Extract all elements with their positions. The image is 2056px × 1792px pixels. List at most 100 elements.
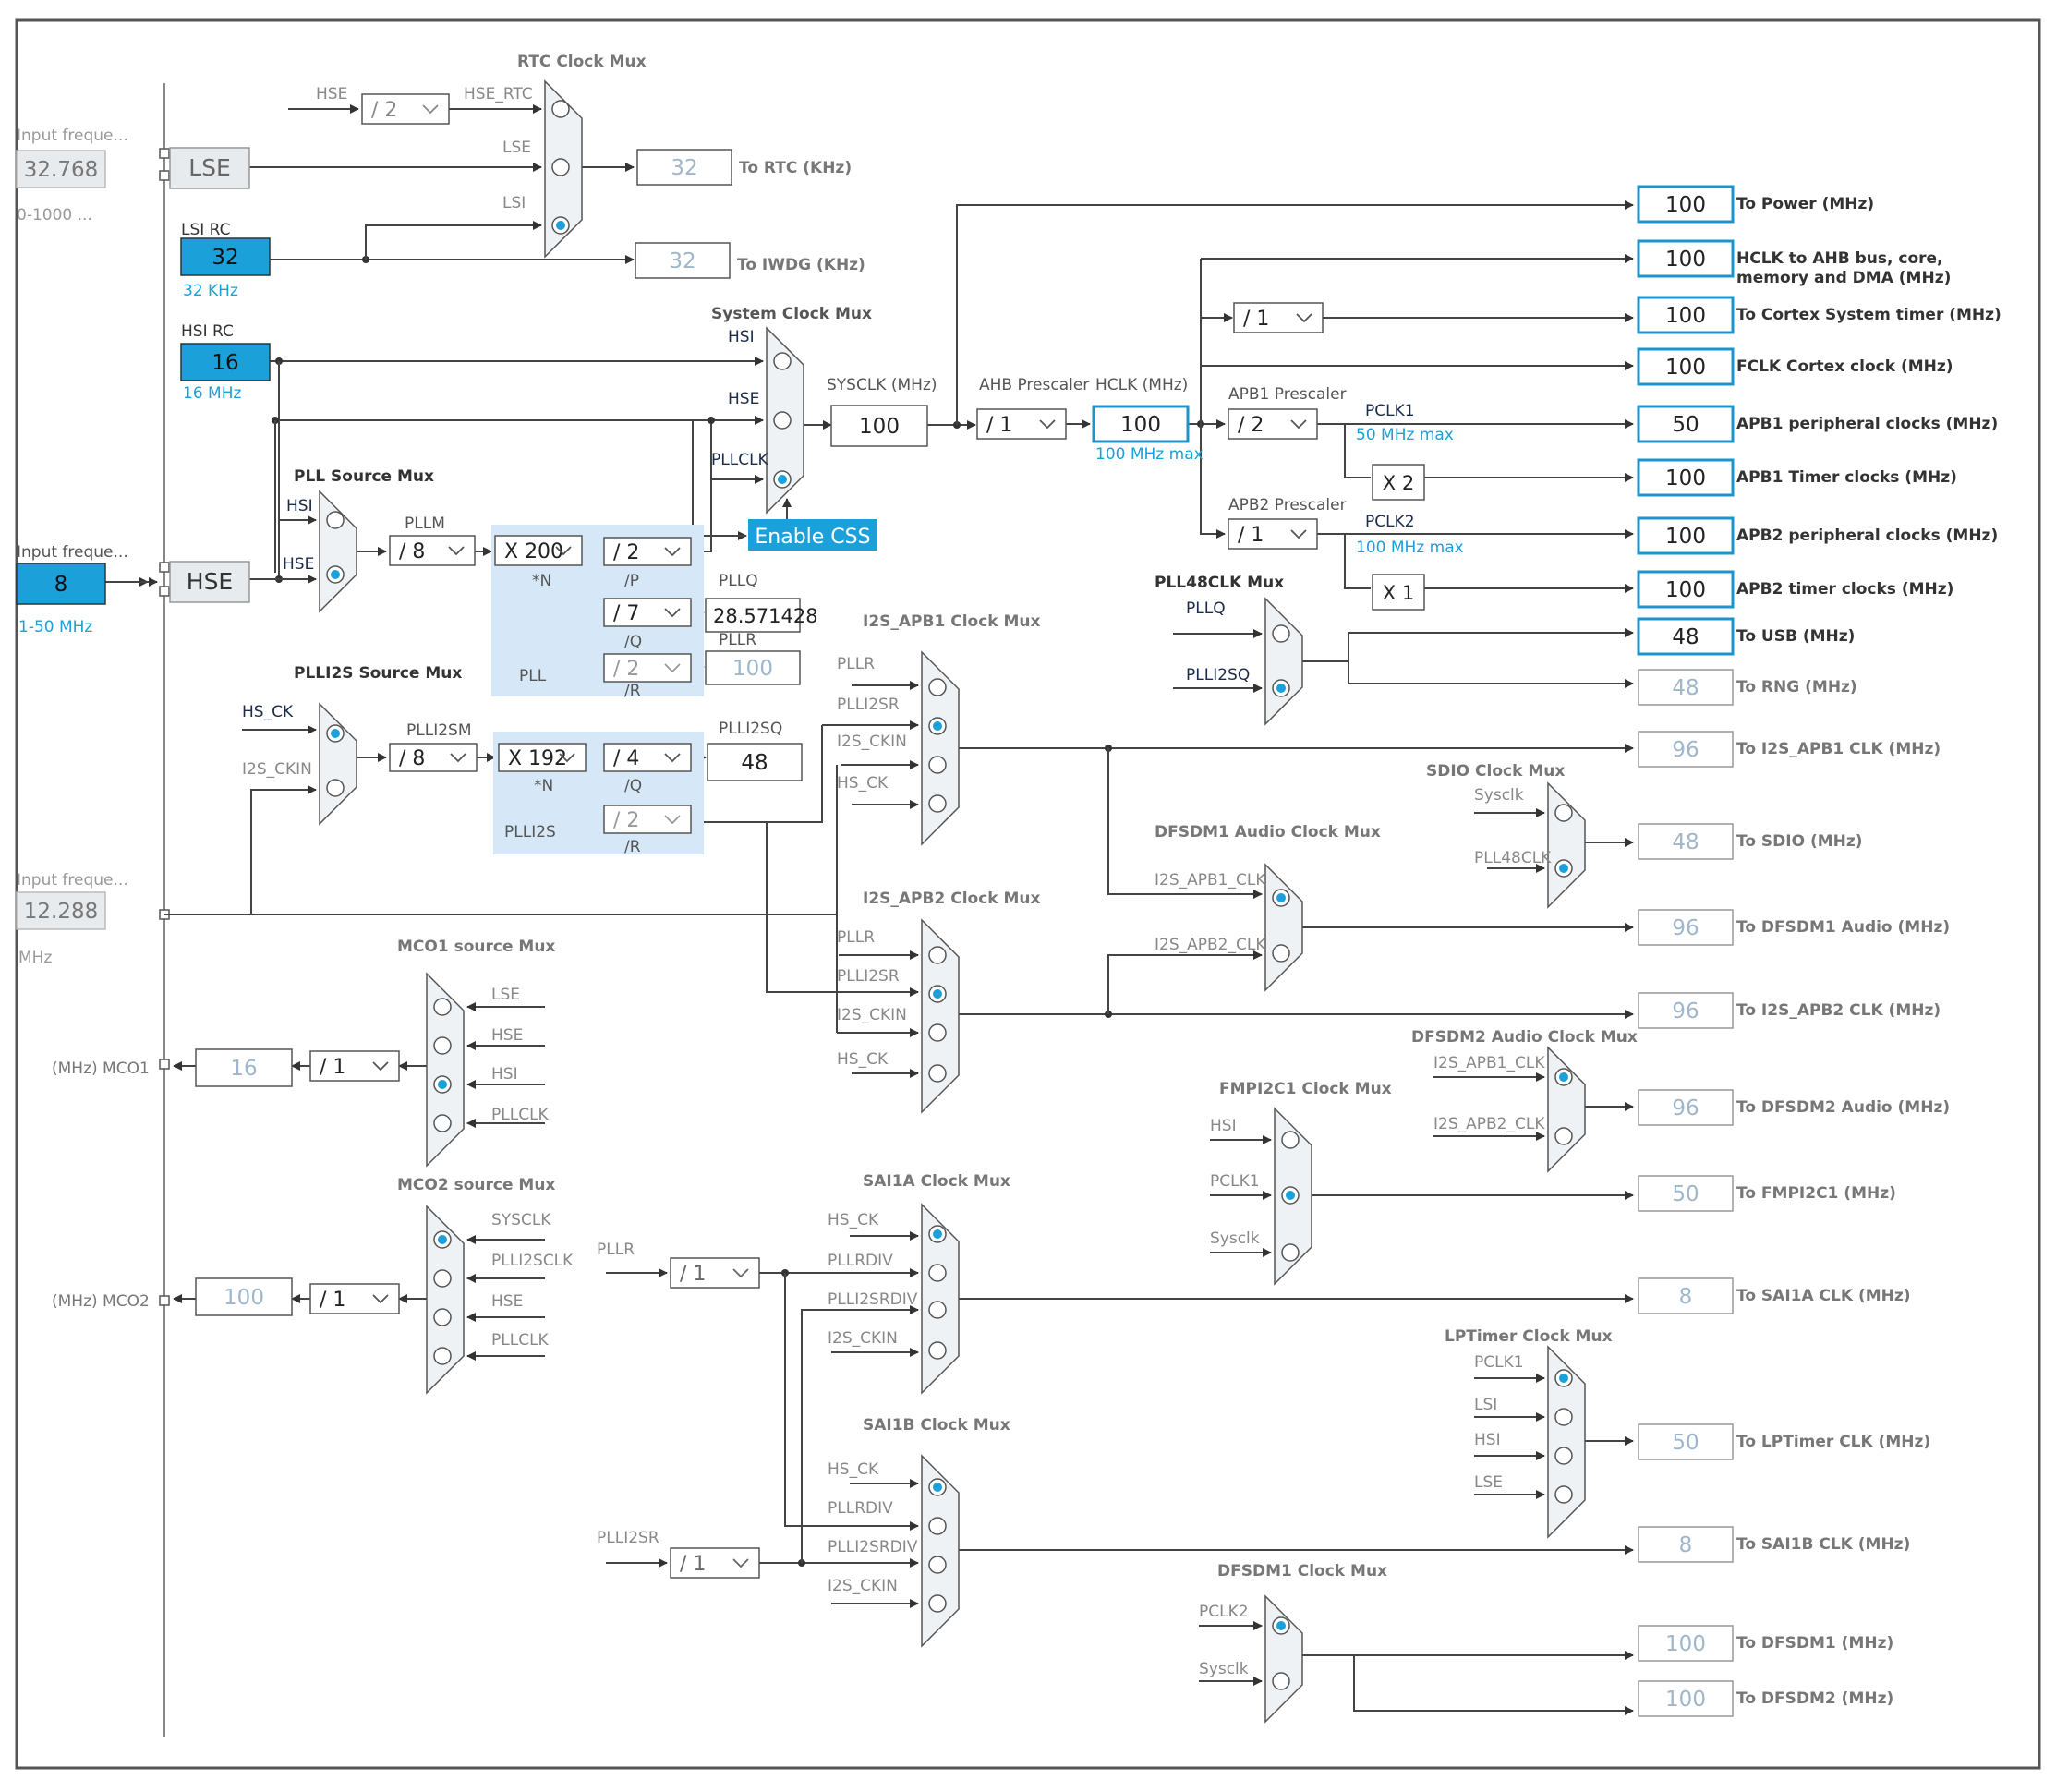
output-value-box-text: 96 [1672,916,1699,940]
mux-input-radio[interactable] [1272,624,1290,643]
mux-body [921,650,960,846]
mco2-mux-title: MCO2 source Mux [397,1176,555,1194]
mux-input-radio[interactable] [773,352,792,370]
dropdown-value: / 7 [613,602,639,625]
i2s-apb1-in1: PLLR [837,655,875,673]
pllq-divider[interactable]: / 7 [603,598,692,627]
mux-body [319,702,357,826]
mux-selected-dot [933,721,942,731]
pin-square [159,170,170,181]
lptimer-in4: LSE [1474,1473,1503,1492]
output-value-box-text: 50 [1672,1431,1699,1455]
mux-input-radio[interactable] [928,794,947,813]
plli2sq-divider[interactable]: / 4 [603,743,692,772]
ahb-prescaler-dropdown[interactable]: / 1 [976,408,1067,440]
output-value-box[interactable]: 100 [1637,570,1735,609]
mco2-divider[interactable]: / 1 [309,1283,400,1314]
output-value-box[interactable]: 100 [1637,239,1735,278]
mux-input-radio[interactable] [773,411,792,430]
mux-input-radio[interactable] [928,1341,947,1360]
lse-frequency-box[interactable]: 32.768 [16,150,106,188]
apb1-prescaler-dropdown[interactable]: / 2 [1228,408,1318,440]
mux-input-radio[interactable] [928,1517,947,1535]
mux-input-radio[interactable] [928,678,947,696]
mux-input-radio[interactable] [551,100,570,118]
mux-input-radio[interactable] [1554,1485,1573,1504]
output-value-box[interactable]: 100 [1637,458,1735,497]
wire [1107,950,1263,1014]
sai-plli2sr-divider[interactable]: / 1 [670,1547,760,1579]
pllp-divider[interactable]: / 2 [603,537,692,566]
pll48clk-mux [1264,597,1303,726]
mco1-divider[interactable]: / 1 [309,1050,400,1082]
mco1-output-box: 16 [195,1048,293,1087]
enable-css-button[interactable]: Enable CSS [748,519,877,551]
mux-input-radio[interactable] [433,1114,452,1132]
mux-input-radio[interactable] [1272,944,1290,963]
mux-input-radio[interactable] [433,1269,452,1288]
lptimer-in3: HSI [1474,1431,1501,1449]
hclk-value-box[interactable]: 100 [1092,405,1190,443]
mco1-in1: LSE [491,986,520,1004]
mux-input-radio[interactable] [433,998,452,1016]
apb2-prescaler-dropdown[interactable]: / 1 [1228,518,1318,550]
i2s-frequency-box[interactable]: 12.288 [16,891,106,930]
pllr-out-label: PLLR [719,631,756,649]
pllm-dropdown[interactable]: / 8 [389,535,476,566]
output-label: To DFSDM2 (MHz) [1736,1689,1893,1708]
mux-selected-dot [933,1229,942,1239]
output-value-box[interactable]: 100 [1637,347,1735,386]
mux-selected-dot [1276,893,1286,902]
dfsdm2-audio-in1: I2S_APB1_CLK [1433,1054,1545,1072]
output-value-box[interactable]: 48 [1637,617,1735,656]
mux-input-radio[interactable] [1554,804,1573,822]
plli2s-i2sckin-label: I2S_CKIN [242,760,312,779]
mux-input-radio[interactable] [928,756,947,774]
mux-input-radio[interactable] [928,1556,947,1574]
mux-input-radio[interactable] [928,1023,947,1042]
hclk-value-box-text: 100 [1120,413,1161,437]
sdio-mux-title: SDIO Clock Mux [1426,762,1565,781]
mux-input-radio[interactable] [326,511,345,529]
rtc-hse-divider[interactable]: / 2 [361,93,450,125]
mux-input-radio[interactable] [551,158,570,176]
mux-input-radio[interactable] [1554,1127,1573,1145]
pll-src-hse-label: HSE [283,555,314,574]
pll-block-label: PLL [519,667,547,685]
mco2-in3: HSE [491,1292,523,1311]
hsi-value-box: 16 [180,343,271,381]
mux-input-radio[interactable] [928,946,947,964]
mux-input-radio[interactable] [1272,1672,1290,1690]
plli2sm-label: PLLI2SM [406,721,471,740]
mux-input-radio[interactable] [1554,1408,1573,1426]
output-value-box[interactable]: 100 [1637,185,1735,224]
plli2sq-output-box-frame [707,743,803,781]
cortex-timer-divider[interactable]: / 1 [1233,302,1324,333]
mux-input-radio[interactable] [1281,1131,1300,1149]
plli2sn-multiplier[interactable]: X 192 [498,743,587,772]
mux-input-radio[interactable] [928,1301,947,1319]
pllr-divider[interactable]: / 2 [603,653,692,683]
mux-input-radio[interactable] [1554,1447,1573,1465]
hse-frequency-input[interactable]: 8 [16,563,106,605]
plli2sm-dropdown[interactable]: / 8 [389,743,478,772]
mux-input-radio[interactable] [326,779,345,797]
plln-multiplier[interactable]: X 200 [494,535,583,566]
mux-input-radio[interactable] [1281,1243,1300,1262]
mux-input-radio[interactable] [433,1347,452,1365]
hse-input-label: Input freque... [17,543,128,562]
mux-input-radio[interactable] [928,1594,947,1613]
mux-input-radio[interactable] [433,1308,452,1326]
mux-input-radio[interactable] [928,1064,947,1083]
output-value-box-frame [1638,909,1734,946]
output-value-box[interactable]: 100 [1637,516,1735,555]
lse-input-label: Input freque... [17,127,128,145]
plli2sq-out-label: PLLI2SQ [719,720,782,738]
plli2sr-divider[interactable]: / 2 [603,805,692,834]
output-value-box[interactable]: 50 [1637,405,1735,443]
sai-pllr-divider[interactable]: / 1 [670,1257,760,1289]
mux-input-radio[interactable] [928,1264,947,1282]
dropdown-value: / 2 [613,658,639,681]
output-value-box[interactable]: 100 [1637,296,1735,334]
mux-input-radio[interactable] [433,1036,452,1055]
